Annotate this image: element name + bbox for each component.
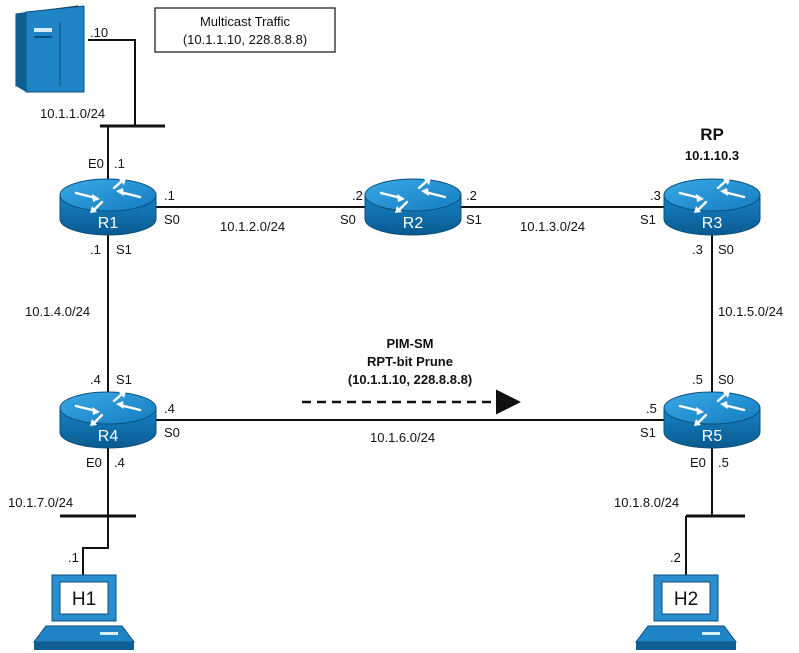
- router-r1: R1: [58, 176, 158, 237]
- iface-label: E0: [690, 455, 706, 470]
- router-r4: R4: [58, 389, 158, 450]
- iface-ip: .5: [646, 401, 657, 416]
- subnet-label: 10.1.2.0/24: [220, 219, 285, 234]
- iface-ip: .5: [718, 455, 729, 470]
- pim-label-line1: PIM-SM: [387, 336, 434, 351]
- router-r5: R5: [662, 389, 762, 450]
- host-h2: H2: [635, 574, 737, 650]
- iface-label: S0: [340, 212, 356, 227]
- iface-label: S0: [164, 212, 180, 227]
- router-name: R4: [98, 428, 119, 445]
- callout-line1: Multicast Traffic: [200, 14, 291, 29]
- iface-ip: .5: [692, 372, 703, 387]
- computer-icon: [33, 574, 135, 650]
- callout-line2: (10.1.1.10, 228.8.8.8): [183, 32, 307, 47]
- server-ip-label: .10: [90, 25, 108, 40]
- iface-label: S0: [164, 425, 180, 440]
- iface-label: S1: [116, 372, 132, 387]
- iface-ip: .3: [692, 242, 703, 257]
- iface-ip: .1: [90, 242, 101, 257]
- iface-ip: .4: [164, 401, 175, 416]
- host-name: H2: [674, 589, 698, 610]
- links: [60, 39, 745, 575]
- host-ip-label: .1: [68, 550, 79, 565]
- router-name: R1: [98, 215, 119, 232]
- router-name: R2: [403, 215, 424, 232]
- subnet-label: 10.1.8.0/24: [614, 495, 679, 510]
- iface-ip: .1: [114, 156, 125, 171]
- iface-label: S1: [466, 212, 482, 227]
- h1-link: [82, 516, 109, 575]
- iface-label: E0: [88, 156, 104, 171]
- iface-label: S1: [116, 242, 132, 257]
- router-name: R3: [702, 215, 723, 232]
- iface-label: S0: [718, 372, 734, 387]
- iface-ip: .1: [164, 188, 175, 203]
- multicast-callout: [154, 7, 336, 53]
- iface-label: S1: [640, 425, 656, 440]
- subnet-label: 10.1.5.0/24: [718, 304, 783, 319]
- server-link: [88, 39, 136, 126]
- server-icon: [15, 5, 85, 93]
- iface-label: S0: [718, 242, 734, 257]
- computer-icon: [635, 574, 737, 650]
- iface-ip: .2: [352, 188, 363, 203]
- router-r2: R2: [363, 176, 463, 237]
- subnet-label: 10.1.7.0/24: [8, 495, 73, 510]
- iface-ip: .2: [466, 188, 477, 203]
- iface-label: S1: [640, 212, 656, 227]
- iface-ip: .3: [650, 188, 661, 203]
- rp-ip: 10.1.10.3: [685, 148, 739, 163]
- subnet-label: 10.1.6.0/24: [370, 430, 435, 445]
- subnet-label: 10.1.3.0/24: [520, 219, 585, 234]
- router-name: R5: [702, 428, 723, 445]
- iface-ip: .4: [114, 455, 125, 470]
- rp-title: RP: [700, 125, 724, 144]
- iface-ip: .4: [90, 372, 101, 387]
- router-r3: R3: [662, 176, 762, 237]
- subnet-label: 10.1.1.0/24: [40, 106, 105, 121]
- host-ip-label: .2: [670, 550, 681, 565]
- subnet-label: 10.1.4.0/24: [25, 304, 90, 319]
- host-name: H1: [72, 589, 96, 610]
- pim-label-line2: RPT-bit Prune: [367, 354, 453, 369]
- pim-label-line3: (10.1.1.10, 228.8.8.8): [348, 372, 472, 387]
- host-h1: H1: [33, 574, 135, 650]
- iface-label: E0: [86, 455, 102, 470]
